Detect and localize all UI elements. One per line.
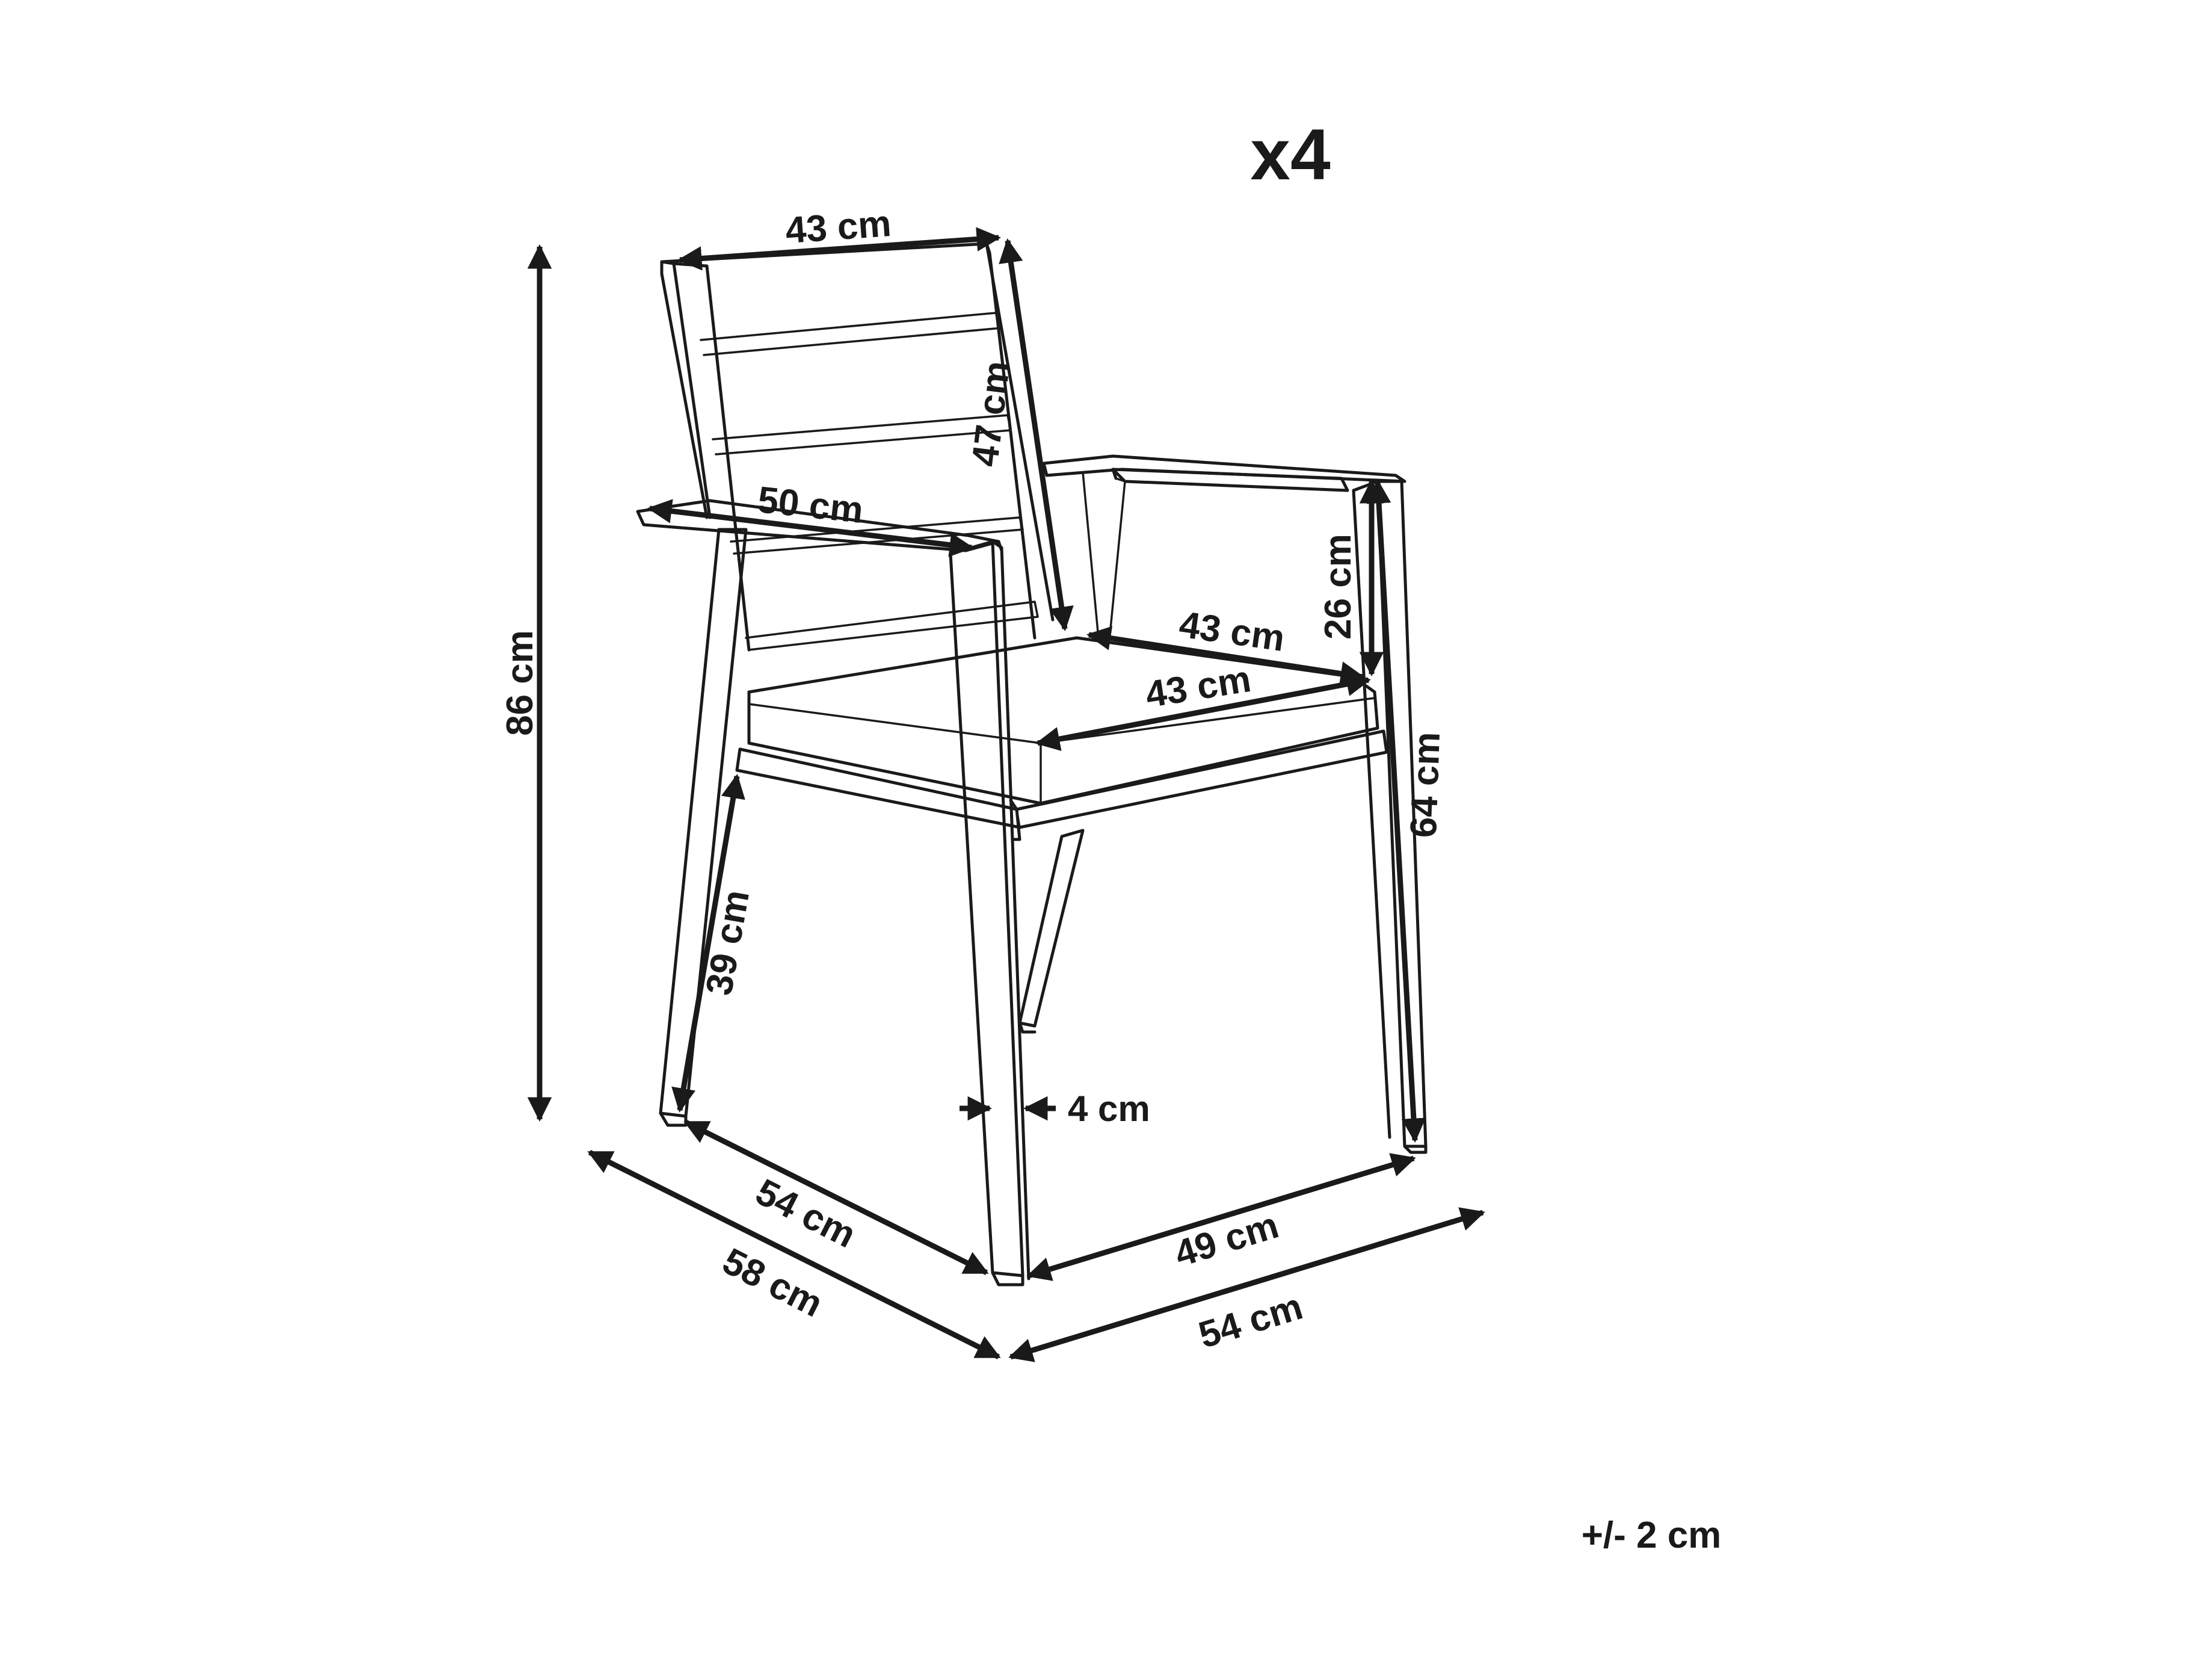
label-armrest-height: 26 cm xyxy=(1317,534,1359,640)
dimension-lines xyxy=(527,227,1485,1362)
arrow-leg-height xyxy=(671,774,745,1113)
label-outer-depth: 58 cm xyxy=(716,1240,829,1325)
arrow-outer-width xyxy=(1008,1207,1485,1362)
quantity-label: x4 xyxy=(1250,114,1331,195)
label-back-width: 43 cm xyxy=(784,203,892,252)
arrow-outer-depth xyxy=(587,1149,1001,1360)
label-total-height: 86 cm xyxy=(499,630,541,736)
arrow-seat-width xyxy=(1035,672,1371,752)
label-seat-height: 64 cm xyxy=(1403,731,1448,838)
dimension-labels: x4 43 cm 47 cm 50 cm 86 cm 26 cm 43 cm 4… xyxy=(499,114,1721,1556)
arrow-back-width xyxy=(677,227,1002,271)
arrow-seat-depth xyxy=(1086,626,1366,686)
arrow-seat-height xyxy=(1366,478,1426,1143)
label-back-height: 47 cm xyxy=(964,359,1018,469)
arrow-back-height xyxy=(999,238,1074,632)
label-leg-thickness: 4 cm xyxy=(1068,1089,1150,1129)
arrow-armrest-length xyxy=(647,499,975,557)
tolerance-label: +/- 2 cm xyxy=(1582,1515,1722,1556)
